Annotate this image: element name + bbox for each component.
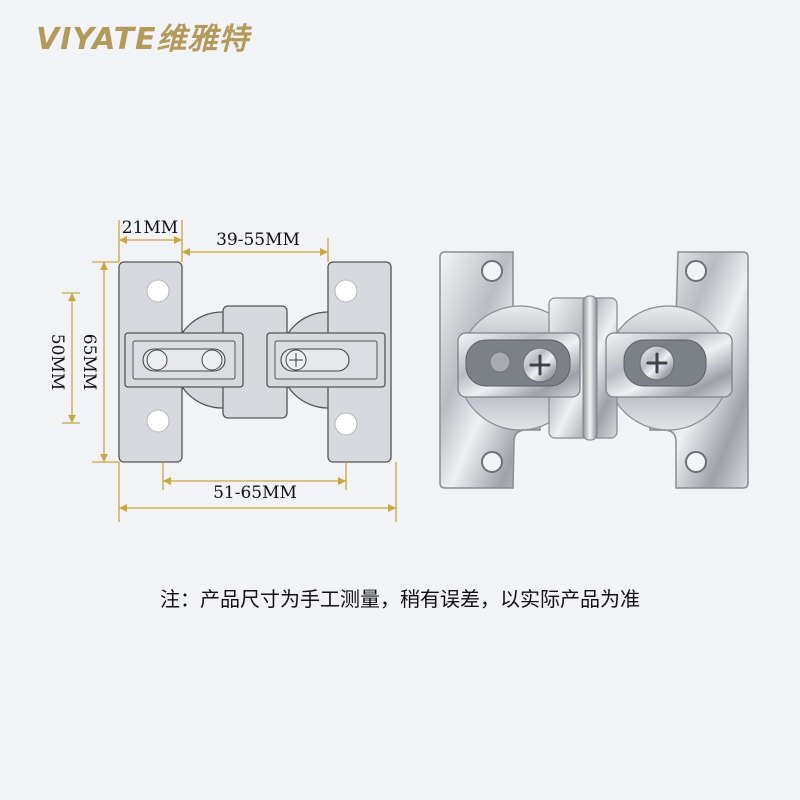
photo-hole-br <box>685 451 707 473</box>
hinge-diagram <box>118 261 392 463</box>
dim-inner-gap: 39-55MM <box>216 230 300 250</box>
dim-hole-spacing: 50MM <box>47 334 67 390</box>
photo-pin <box>582 295 598 441</box>
photo-hole-bl <box>481 451 503 473</box>
left-screw-a <box>146 349 168 371</box>
right-screw-cross <box>289 353 303 367</box>
photo-left-cam <box>489 351 511 373</box>
left-top-hole <box>146 279 170 303</box>
dimension-arrows <box>68 236 396 512</box>
dim-outer-height: 65MM <box>79 334 99 390</box>
disclaimer-note: 注：产品尺寸为手工测量，稍有误差，以实际产品为准 <box>160 587 640 611</box>
photo-hole-tl <box>481 260 503 282</box>
dimension-lines <box>62 220 397 522</box>
hinge-photo <box>439 251 749 489</box>
photo-hole-tr <box>685 260 707 282</box>
left-bottom-hole <box>146 409 170 433</box>
right-top-hole <box>334 279 358 303</box>
left-screw-b <box>201 349 223 371</box>
dim-overall-span: 51-65MM <box>213 483 297 503</box>
brand-logo: VIYATE维雅特 <box>36 22 250 57</box>
right-bottom-hole <box>334 412 358 436</box>
dim-plate-width: 21MM <box>122 218 178 238</box>
